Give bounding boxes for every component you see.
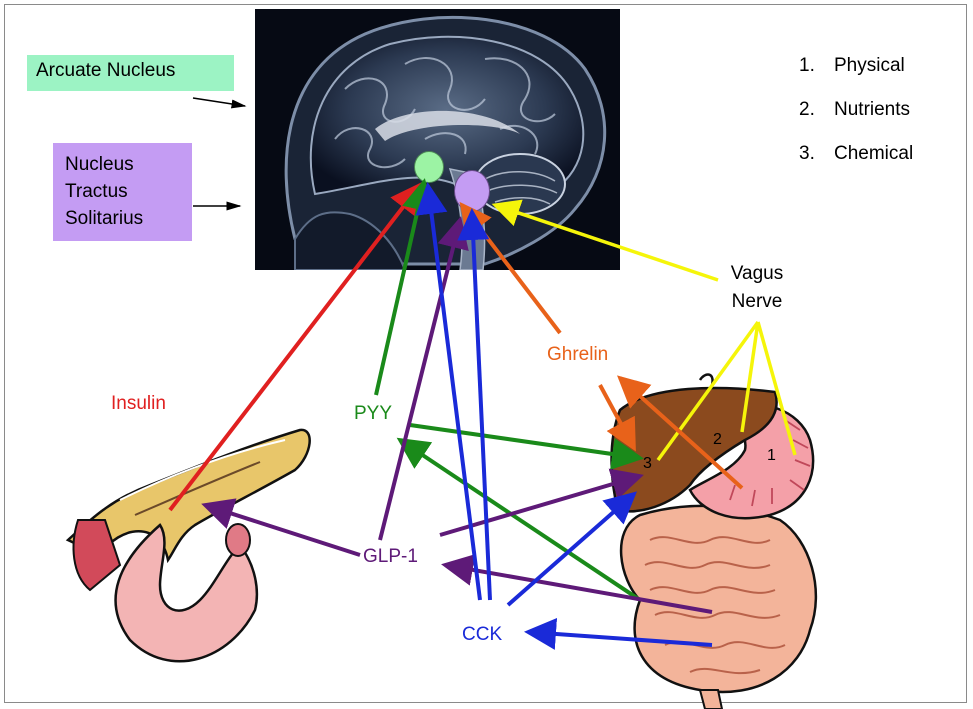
cck-label: CCK [462,624,502,646]
glp1-label: GLP-1 [363,546,418,568]
ghrelin-label: Ghrelin [547,344,608,366]
arcuate-pointer-arrow [193,98,245,106]
vagus-nerve-label: Vagus Nerve [722,260,792,316]
vagus-label-line1: Vagus [722,260,792,288]
pyy-label: PYY [354,403,392,425]
insulin-label: Insulin [111,393,166,415]
vagus-label-line2: Nerve [722,288,792,316]
pancreas-illustration [68,430,310,661]
marker-chemical: 3 [643,455,652,472]
marker-physical: 1 [767,447,776,464]
marker-nutrients: 2 [713,431,722,448]
